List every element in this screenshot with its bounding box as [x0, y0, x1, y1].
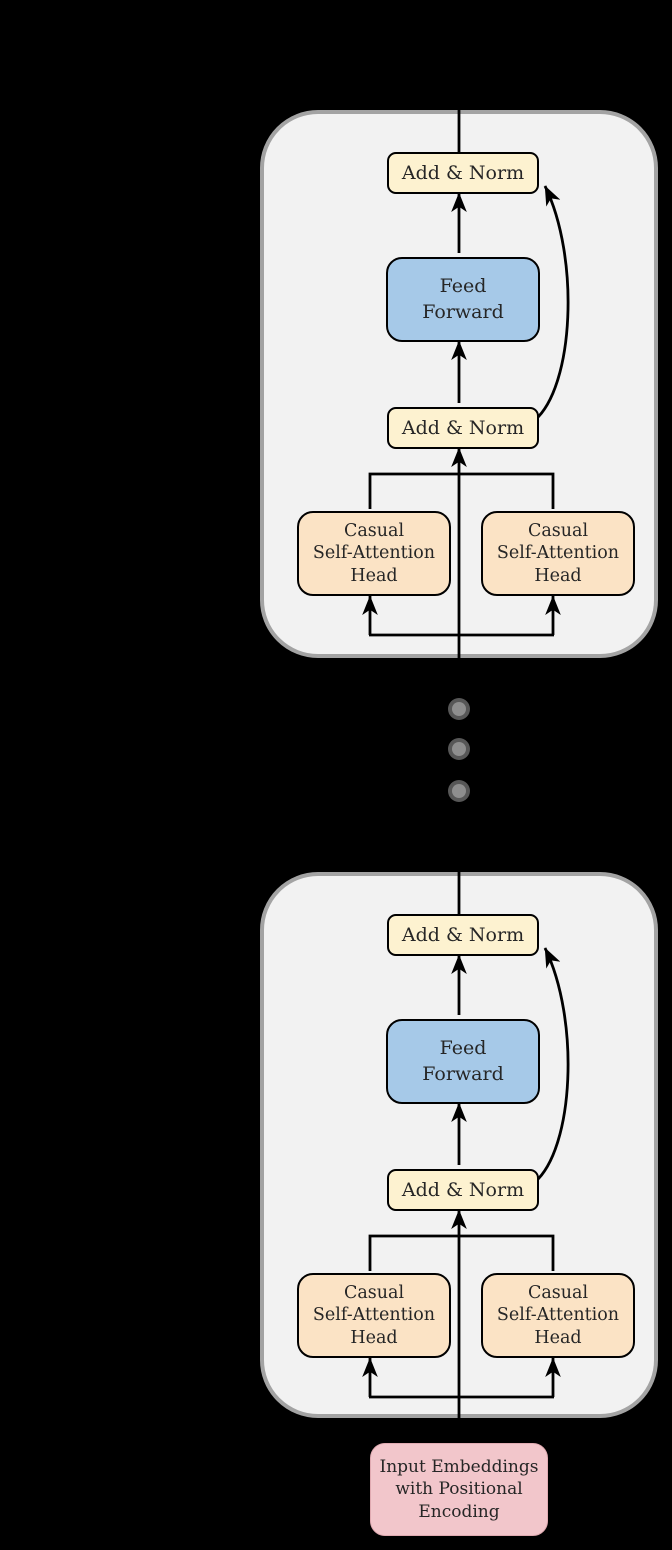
attention-head-label: Casual Self-Attention Head: [496, 1282, 620, 1348]
add-norm-label: Add & Norm: [401, 417, 525, 439]
attention-head-label: Casual Self-Attention Head: [312, 520, 436, 586]
ellipsis-dot: [448, 780, 470, 802]
attention-head-label: Casual Self-Attention Head: [496, 520, 620, 586]
input-embeddings-label: Input Embeddings with Positional Encodin…: [379, 1457, 539, 1522]
input-embeddings-box: Input Embeddings with Positional Encodin…: [370, 1443, 548, 1536]
residual-skip-arrow-upper: [534, 185, 570, 422]
add-norm-box-bottom: Add & Norm: [387, 1169, 539, 1211]
residual-skip-arrow-lower: [534, 947, 570, 1184]
feed-forward-box: Feed Forward: [386, 257, 540, 342]
ellipsis-dot: [448, 738, 470, 760]
add-norm-label: Add & Norm: [401, 924, 525, 946]
add-norm-box-bottom: Add & Norm: [387, 407, 539, 449]
ellipsis-dots: [448, 698, 470, 802]
attention-head-box-right: Casual Self-Attention Head: [481, 1273, 635, 1358]
feed-forward-label: Feed Forward: [422, 274, 504, 323]
add-norm-box-top: Add & Norm: [387, 914, 539, 956]
decoder-block-lower-nodes: Add & Norm Feed Forward Add & Norm Casua…: [260, 872, 658, 1418]
feed-forward-label: Feed Forward: [422, 1036, 504, 1085]
feed-forward-box: Feed Forward: [386, 1019, 540, 1104]
upper-block-wiring: [362, 60, 570, 666]
attention-head-box-right: Casual Self-Attention Head: [481, 511, 635, 596]
add-norm-box-top: Add & Norm: [387, 152, 539, 194]
ellipsis-dot: [448, 698, 470, 720]
add-norm-label: Add & Norm: [401, 162, 525, 184]
attention-head-box-left: Casual Self-Attention Head: [297, 1273, 451, 1358]
attention-head-box-left: Casual Self-Attention Head: [297, 511, 451, 596]
attention-head-label: Casual Self-Attention Head: [312, 1282, 436, 1348]
lower-block-wiring: [362, 822, 570, 1446]
add-norm-label: Add & Norm: [401, 1179, 525, 1201]
decoder-block-upper-nodes: Add & Norm Feed Forward Add & Norm Casua…: [260, 110, 658, 658]
